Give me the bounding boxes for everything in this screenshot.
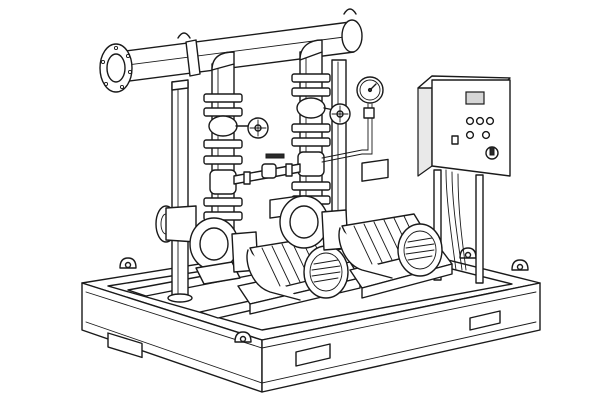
motor-right-terminal-box <box>361 158 389 182</box>
riser-left-check-valve <box>209 169 237 195</box>
display-screen-icon <box>465 91 485 105</box>
riser-left-flange-4 <box>203 155 243 165</box>
support-post-left-body <box>171 81 189 297</box>
base-frame-front-right <box>261 282 541 393</box>
lifting-lugs <box>119 247 529 343</box>
motor-right-body-side <box>338 227 393 279</box>
pump-left-volute-inner <box>199 227 229 261</box>
riser-left-flange-1 <box>203 93 243 103</box>
pump-left-foot <box>195 261 241 285</box>
control-panel <box>417 75 511 284</box>
header-flange-left-bore <box>106 53 126 83</box>
panel-indicator <box>451 135 459 145</box>
header-bracket-left <box>171 79 189 91</box>
header-hanger-1 <box>177 32 191 39</box>
cross-pipe-fitting-1 <box>243 171 251 185</box>
ball-valve-handle <box>265 153 285 159</box>
motor-left <box>246 195 349 301</box>
header-coupling <box>185 39 201 77</box>
cable-1 <box>445 169 457 271</box>
panel-button-4 <box>465 130 475 140</box>
riser-left-pipe <box>211 63 235 235</box>
sensing-line <box>321 103 369 159</box>
riser-right-flange-3 <box>291 123 331 133</box>
header-hanger-2 <box>343 8 357 15</box>
sensing-line-2 <box>321 103 373 163</box>
gauge-valve <box>363 107 375 119</box>
riser-right-flange-2 <box>291 87 331 97</box>
pressure-gauge-assembly <box>321 76 384 163</box>
header-end-cap <box>341 19 363 53</box>
riser-left-flange-3 <box>203 139 243 149</box>
riser-right-flange-5 <box>291 181 331 191</box>
support-post-left <box>167 81 193 303</box>
riser-left-flange-5 <box>203 197 243 207</box>
panel-button-3 <box>485 116 495 126</box>
header-pipe <box>99 8 363 93</box>
motor-right <box>338 158 443 279</box>
panel-button-5 <box>481 130 491 140</box>
riser-right-valve-body <box>296 97 326 119</box>
panel-button-2 <box>475 116 485 126</box>
base-cutout-right <box>469 310 501 331</box>
base-channel-line-top <box>85 291 537 349</box>
riser-right-flange-1 <box>291 73 331 83</box>
cable-3 <box>457 173 467 271</box>
riser-right <box>291 39 351 213</box>
cable-2 <box>451 171 463 271</box>
panel-leg-left <box>433 169 442 281</box>
riser-left-flange-2 <box>203 107 243 117</box>
motor-right-fan-cover <box>397 223 443 277</box>
pump-right-volute-inner <box>289 205 319 239</box>
riser-left-elbow <box>211 51 235 71</box>
cross-pipe-fitting-2 <box>285 163 293 177</box>
motor-left-fan-cover <box>303 245 349 299</box>
panel-side <box>417 75 433 177</box>
suction-pipe-left <box>155 205 197 243</box>
base-cutout-front <box>295 343 331 367</box>
riser-right-elbow <box>299 39 323 61</box>
riser-left-valve-body <box>208 115 238 137</box>
riser-right-check-valve <box>297 151 325 177</box>
riser-left <box>203 51 269 235</box>
selector-switch-knob <box>489 146 495 156</box>
base-cutout-left <box>107 332 143 359</box>
support-post-left-foot <box>167 293 193 303</box>
panel-button-1 <box>465 116 475 126</box>
ball-valve-icon <box>261 163 277 179</box>
panel-leg-right <box>475 174 484 284</box>
base-channel-line-bottom <box>85 321 537 384</box>
motor-left-body-side <box>246 249 301 301</box>
cross-pipe <box>233 153 301 185</box>
riser-right-flange-4 <box>291 137 331 147</box>
